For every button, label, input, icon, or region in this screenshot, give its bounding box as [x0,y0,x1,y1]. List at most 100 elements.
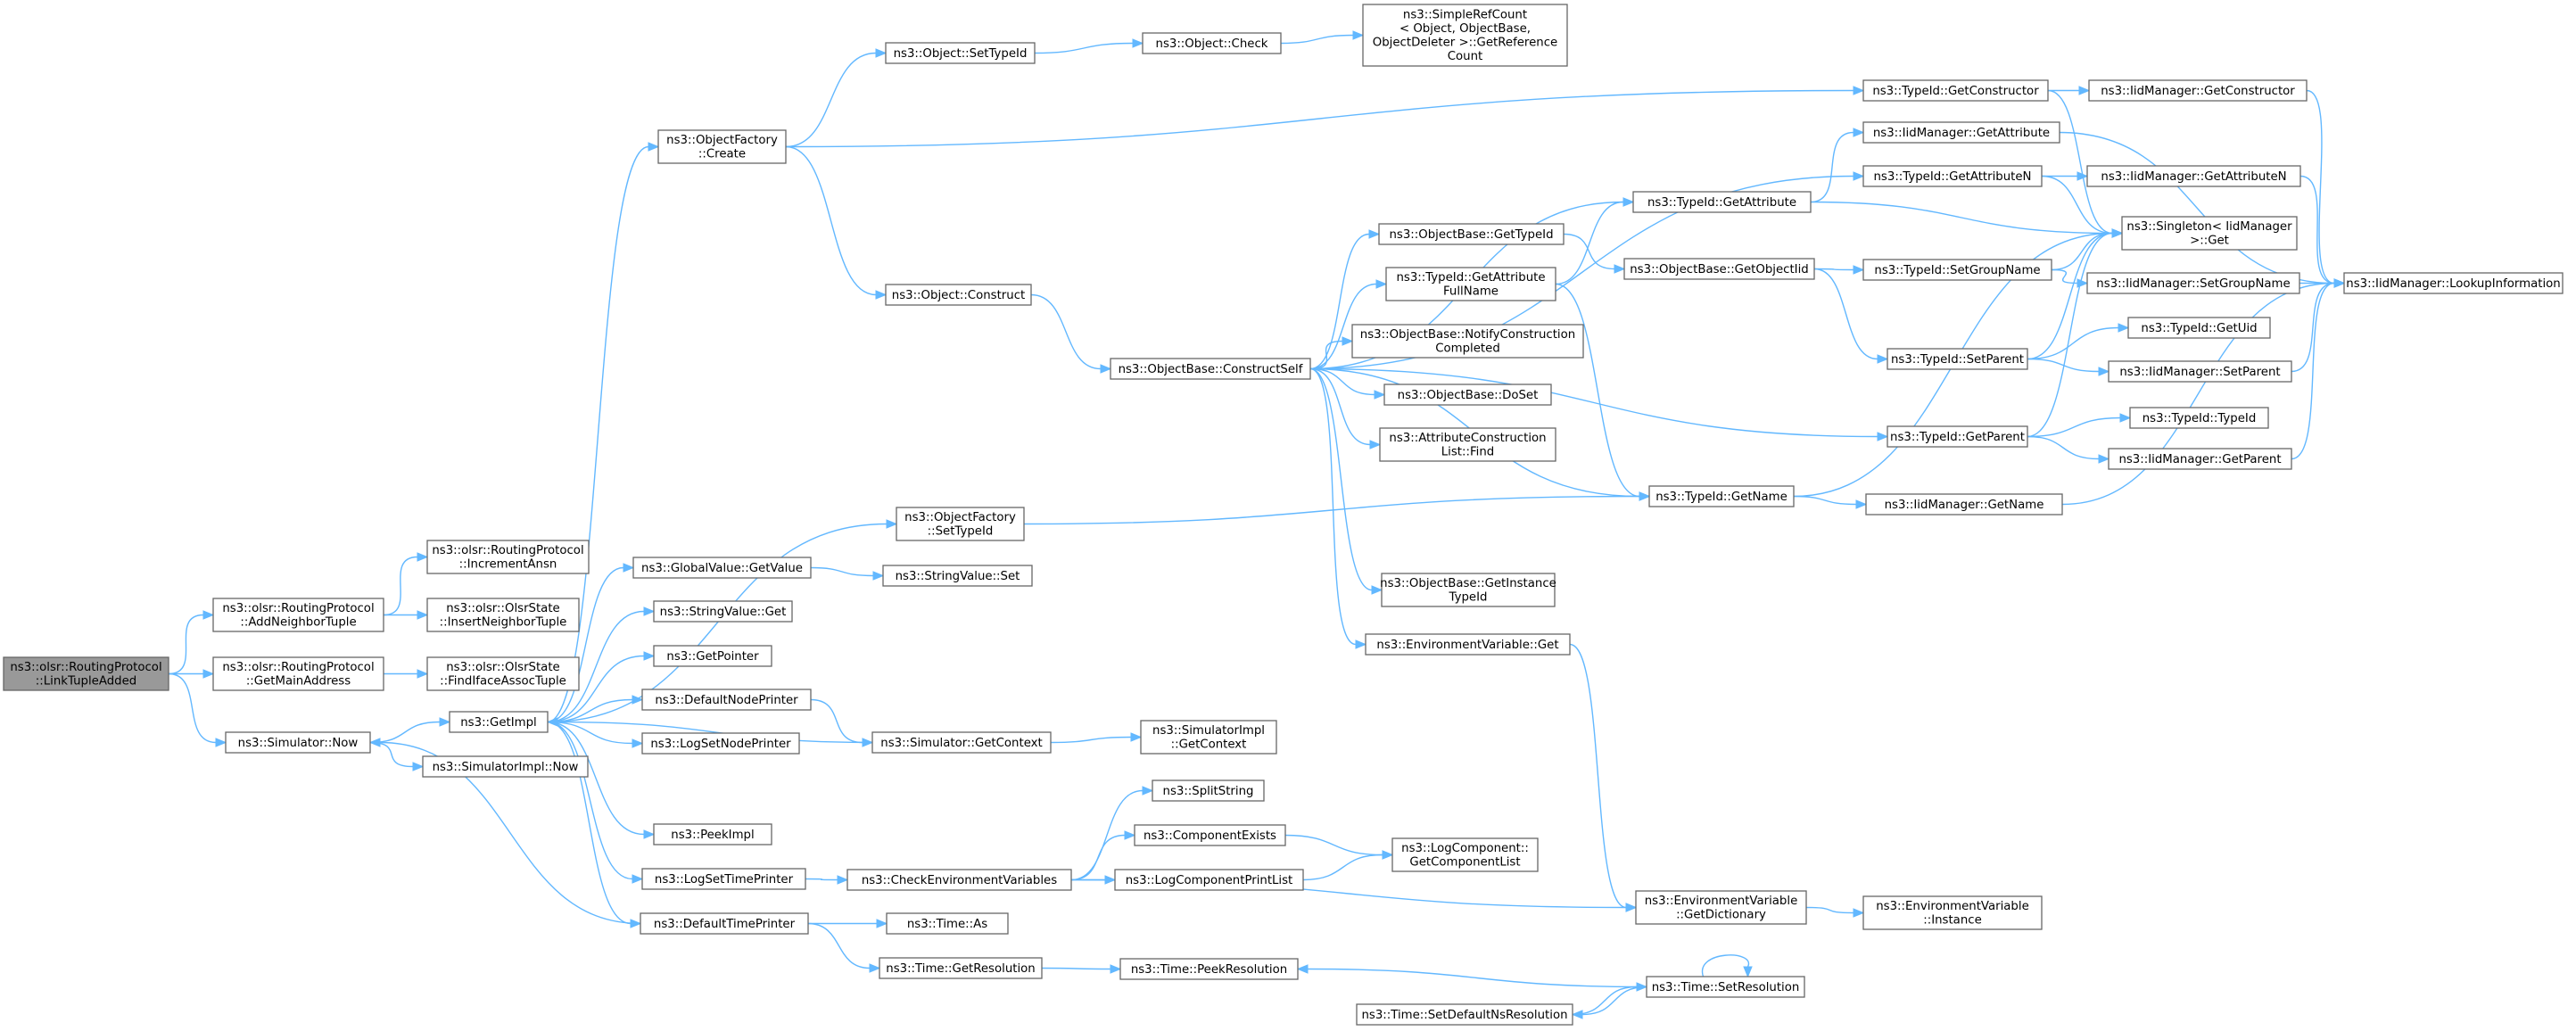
function-node-iidLookup[interactable]: ns3::IidManager::LookupInformation [2343,272,2564,294]
function-node-logSetNodePrinter[interactable]: ns3::LogSetNodePrinter [641,732,800,755]
function-node-logCompGetList[interactable]: ns3::LogComponent::GetComponentList [1391,837,1539,872]
function-node-objSetTypeId[interactable]: ns3::Object::SetTypeId [885,42,1036,64]
function-node-logCompPrintList[interactable]: ns3::LogComponentPrintList [1114,869,1304,891]
function-node-tidGetParent[interactable]: ns3::TypeId::GetParent [1887,425,2028,448]
function-node-iidGetName[interactable]: ns3::IidManager::GetName [1865,493,2063,516]
function-node-defNodePrinter[interactable]: ns3::DefaultNodePrinter [641,689,812,711]
edge-line [168,672,217,744]
node-box [1635,890,1807,925]
node-box [879,957,1043,979]
call-edge-defTimePrinter-to-timeGetRes [807,922,881,973]
edge-arrowhead [648,142,660,152]
function-node-tidTypeId[interactable]: ns3::TypeId::TypeId [2129,407,2269,429]
function-node-logSetTimePrinter[interactable]: ns3::LogSetTimePrinter [641,868,806,890]
function-node-getImpl[interactable]: ns3::GetImpl [449,711,549,733]
edge-arrowhead [1371,585,1383,595]
node-box [882,565,1033,587]
function-node-ofCreate[interactable]: ns3::ObjectFactory::Create [657,129,787,164]
node-label-line: ns3::olsr::RoutingProtocol [222,602,374,615]
function-node-getPointer[interactable]: ns3::GetPointer [653,645,772,667]
edge-line [2027,232,2113,438]
edge-line [2027,358,2100,373]
edge-line [2051,232,2113,271]
node-label-line: ns3::Object::Check [1156,37,1268,51]
function-node-timePeekRes[interactable]: ns3::Time::PeekResolution [1119,958,1299,980]
function-node-gvGetValue[interactable]: ns3::GlobalValue::GetValue [632,557,812,579]
call-edge-logSetTimePrinter-to-checkEnv [805,875,849,885]
function-node-checkEnv[interactable]: ns3::CheckEnvironmentVariables [846,869,1072,891]
function-node-timeAs[interactable]: ns3::Time::As [886,912,1009,935]
edge-arrowhead [1368,229,1381,239]
function-node-timeSetDefNs[interactable]: ns3::Time::SetDefaultNsResolution [1356,1003,1573,1026]
function-node-envInstance[interactable]: ns3::EnvironmentVariable::Instance [1862,895,2043,930]
function-node-obConstructSelf[interactable]: ns3::ObjectBase::ConstructSelf [1110,358,1311,380]
call-edge-getImpl-to-defNodePrinter [547,695,644,723]
call-edge-root-to-simNow [168,672,227,747]
function-node-iidGetConstructor[interactable]: ns3::IidManager::GetConstructor [2088,79,2308,102]
function-node-root[interactable]: ns3::olsr::RoutingProtocol::LinkTupleAdd… [3,656,169,691]
node-label-line: ::AddNeighborTuple [240,616,356,630]
node-box [641,732,800,755]
node-box [1887,425,2028,448]
function-node-timeSetRes[interactable]: ns3::Time::SetResolution [1646,976,1805,998]
function-node-compExists[interactable]: ns3::ComponentExists [1134,824,1286,846]
function-node-srcGetRefCount[interactable]: ns3::SimpleRefCount< Object, ObjectBase,… [1362,4,1568,67]
function-node-tidGetName[interactable]: ns3::TypeId::GetName [1648,485,1795,507]
function-node-tidGetAttribute[interactable]: ns3::TypeId::GetAttribute [1632,191,1812,213]
node-label-line: ObjectDeleter >::GetReference [1373,37,1557,50]
function-node-peekImpl[interactable]: ns3::PeekImpl [653,823,772,845]
function-node-svSet[interactable]: ns3::StringValue::Set [882,565,1033,587]
edge-arrowhead [2111,228,2124,238]
function-node-obDoSet[interactable]: ns3::ObjectBase::DoSet [1383,384,1552,406]
function-node-svGet[interactable]: ns3::StringValue::Get [653,600,793,623]
function-node-tidGetAttributeN[interactable]: ns3::TypeId::GetAttributeN [1862,165,2043,187]
edge-line [1023,495,1640,525]
node-label-line: ns3::DefaultTimePrinter [654,918,796,931]
function-node-envGet[interactable]: ns3::EnvironmentVariable::Get [1365,633,1571,656]
function-node-singletonGet[interactable]: ns3::Singleton< IidManager >::Get [2121,216,2298,251]
node-label-line: ns3::ObjectFactory [666,134,778,147]
function-node-tidSetGroupName[interactable]: ns3::TypeId::SetGroupName [1862,259,2052,281]
function-node-getMainAddr[interactable]: ns3::olsr::RoutingProtocol::GetMainAddre… [212,656,384,691]
function-node-iidGetAttribute[interactable]: ns3::IidManager::GetAttribute [1862,121,2060,144]
edge-arrowhead [202,610,215,620]
function-node-iidGetParent[interactable]: ns3::IidManager::GetParent [2108,448,2292,470]
function-node-objCheck[interactable]: ns3::Object::Check [1142,32,1282,54]
function-node-objConstruct[interactable]: ns3::Object::Construct [885,284,1032,306]
function-node-addNeighbor[interactable]: ns3::olsr::RoutingProtocol::AddNeighborT… [212,598,384,632]
function-node-incAnsn[interactable]: ns3::olsr::RoutingProtocol::IncrementAns… [426,540,590,574]
function-node-envGetDict[interactable]: ns3::EnvironmentVariable::GetDictionary [1635,890,1807,925]
edge-line [1572,986,1638,1016]
edge-line [2306,89,2335,285]
function-node-tidGetUid[interactable]: ns3::TypeId::GetUid [2127,317,2271,339]
function-node-simGetContext[interactable]: ns3::Simulator::GetContext [871,731,1052,754]
function-node-iidSetParent[interactable]: ns3::IidManager::SetParent [2108,360,2292,383]
function-node-ofSetTypeId[interactable]: ns3::ObjectFactory::SetTypeId [896,507,1025,541]
node-box [885,284,1032,306]
function-node-tidGetConstructor[interactable]: ns3::TypeId::GetConstructor [1862,79,2049,102]
edge-line [1309,340,1343,370]
function-node-tidSetParent[interactable]: ns3::TypeId::SetParent [1887,348,2028,370]
function-node-findIface[interactable]: ns3::olsr::OlsrState::FindIfaceAssocTupl… [426,656,580,691]
edge-arrowhead [439,717,451,727]
function-node-obNotify[interactable]: ns3::ObjectBase::NotifyConstructionCompl… [1351,324,1584,359]
edge-arrowhead [1639,491,1651,501]
function-node-iidGetAttributeN[interactable]: ns3::IidManager::GetAttributeN [2086,165,2301,187]
function-node-obGetObjectIid[interactable]: ns3::ObjectBase::GetObjectIid [1623,258,1815,280]
function-node-simNow[interactable]: ns3::Simulator::Now [225,731,371,754]
edge-line [785,89,1854,148]
function-node-simImplGetContext[interactable]: ns3::SimulatorImpl::GetContext [1140,720,1277,755]
function-node-simImplNow[interactable]: ns3::SimulatorImpl::Now [422,755,589,778]
function-node-splitString[interactable]: ns3::SplitString [1152,779,1265,802]
function-node-defTimePrinter[interactable]: ns3::DefaultTimePrinter [640,912,809,935]
function-node-timeGetRes[interactable]: ns3::Time::GetResolution [879,957,1043,979]
function-node-iidSetGroupName[interactable]: ns3::IidManager::SetGroupName [2086,272,2300,294]
function-node-insertNeighbor[interactable]: ns3::olsr::OlsrState::InsertNeighborTupl… [426,598,580,632]
node-label-line: ::Create [698,148,746,161]
edge-line [1309,367,1371,446]
node-box [1385,267,1556,301]
function-node-obGetTypeId[interactable]: ns3::ObjectBase::GetTypeId [1378,223,1565,245]
